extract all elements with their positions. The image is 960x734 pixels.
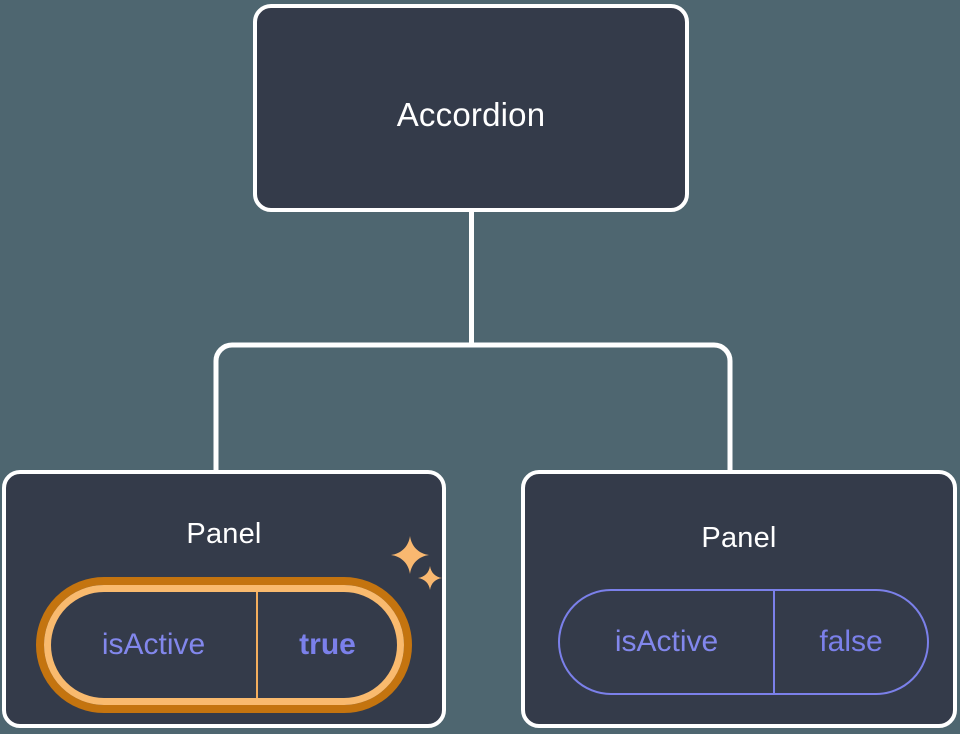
node-accordion-title: Accordion	[396, 96, 546, 133]
prop-pill-inner: isActive true	[44, 585, 404, 705]
node-panel-left[interactable]: Panel isActive true	[2, 470, 446, 728]
prop-value-false: false	[773, 591, 927, 693]
node-accordion[interactable]: Accordion	[253, 4, 689, 212]
connector-branch-right	[471, 342, 733, 472]
sparkle-small-icon	[418, 566, 442, 590]
node-panel-left-title: Panel	[186, 518, 262, 550]
node-panel-right-title: Panel	[701, 522, 777, 554]
prop-key-isactive-right: isActive	[614, 625, 719, 658]
node-panel-right[interactable]: Panel isActive false	[521, 470, 957, 728]
prop-value-true: true	[256, 592, 397, 698]
prop-pill-highlighted[interactable]: isActive true	[36, 577, 412, 713]
prop-key-isactive-left: isActive	[101, 628, 206, 661]
prop-pill-normal[interactable]: isActive false	[558, 589, 929, 695]
connector-branch-left	[213, 342, 472, 472]
